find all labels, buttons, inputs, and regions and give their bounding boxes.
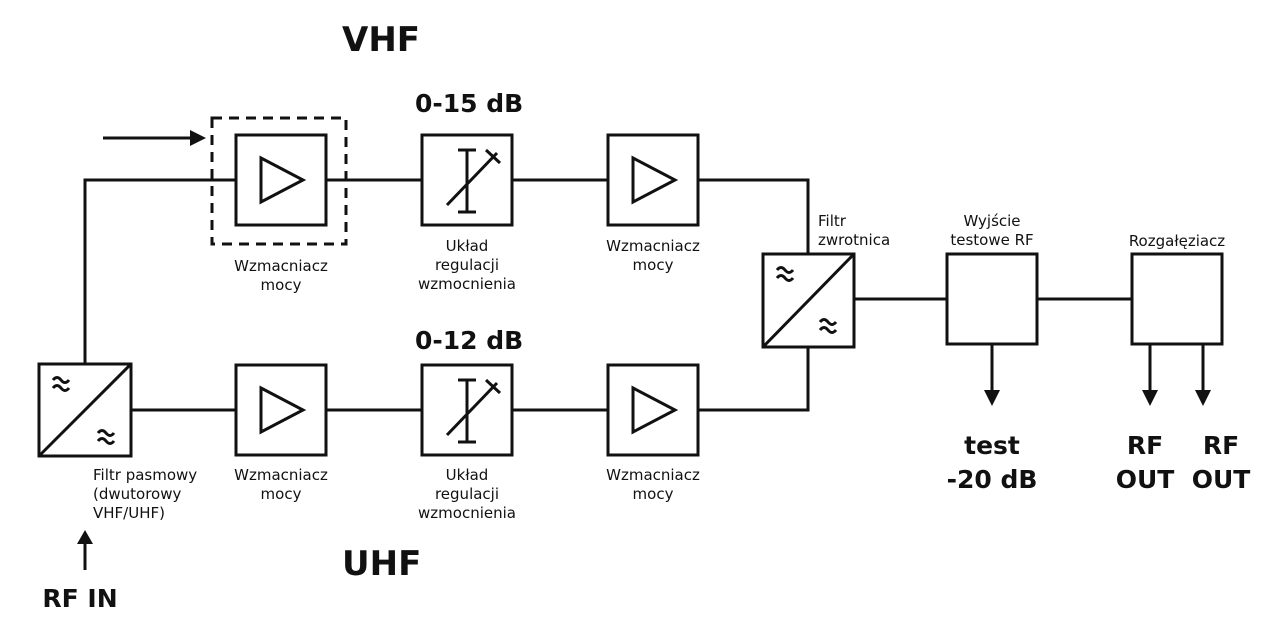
amplifier-vhf-2 (606, 133, 700, 227)
diplexer-filter-icon (761, 252, 856, 349)
amplifier-uhf-2 (606, 363, 700, 457)
triangle-amplifier-icon (259, 155, 307, 205)
rf-out-1-port: RF OUT (1115, 431, 1175, 494)
ctrl-uhf-label: Układ regulacji wzmocnienia (418, 466, 516, 522)
band-filter-label: Filtr pasmowy (dwutorowy VHF/UHF) (93, 466, 198, 522)
triangle-amplifier-icon (631, 155, 679, 205)
arrow-head-test (984, 390, 1000, 406)
variable-attenuator-icon (445, 378, 502, 444)
arrow-head-out-2 (1195, 390, 1211, 406)
arrow-head-out-1 (1142, 390, 1158, 406)
vhf-band-label: VHF (342, 20, 420, 60)
splitter-label: Rozgałęziacz (1128, 232, 1226, 250)
amplifier-uhf-1 (234, 363, 328, 457)
arrow-head-input (190, 130, 206, 146)
test-port: test -20 dB (946, 431, 1038, 494)
triangle-amplifier-icon (259, 385, 307, 435)
splitter-box (1130, 252, 1224, 346)
optional-amp-dashed-box (210, 116, 348, 246)
amp-vhf-2-label: Wzmacniacz mocy (606, 237, 700, 274)
ctrl-vhf-label: Układ regulacji wzmocnienia (418, 237, 516, 293)
triangle-amplifier-icon (631, 385, 679, 435)
test-output-label: Wyjście testowe RF (950, 212, 1034, 249)
amp-uhf-1-label: Wzmacniacz mocy (234, 466, 328, 503)
amplifier-vhf-1 (234, 133, 328, 227)
line-uhf-to-diplexer (698, 347, 810, 412)
line-vhf-to-diplexer (698, 178, 810, 254)
diplexer-filter-icon (37, 362, 133, 458)
diplexer-label: Filtr zwrotnica (818, 212, 891, 249)
uhf-gain-range: 0-12 dB (415, 326, 524, 355)
vhf-gain-range: 0-15 dB (415, 89, 524, 118)
uhf-band-label: UHF (342, 544, 422, 584)
line-vhf-up (83, 178, 236, 364)
amp-uhf-2-label: Wzmacniacz mocy (606, 466, 700, 503)
rf-out-2-port: RF OUT (1191, 431, 1251, 494)
test-output-box (945, 252, 1039, 346)
rf-in-port: RF IN (42, 584, 118, 613)
arrow-head-rf-in (77, 530, 93, 544)
variable-attenuator-icon (445, 148, 502, 214)
amp-vhf-1-label: Wzmacniacz mocy (234, 257, 328, 294)
